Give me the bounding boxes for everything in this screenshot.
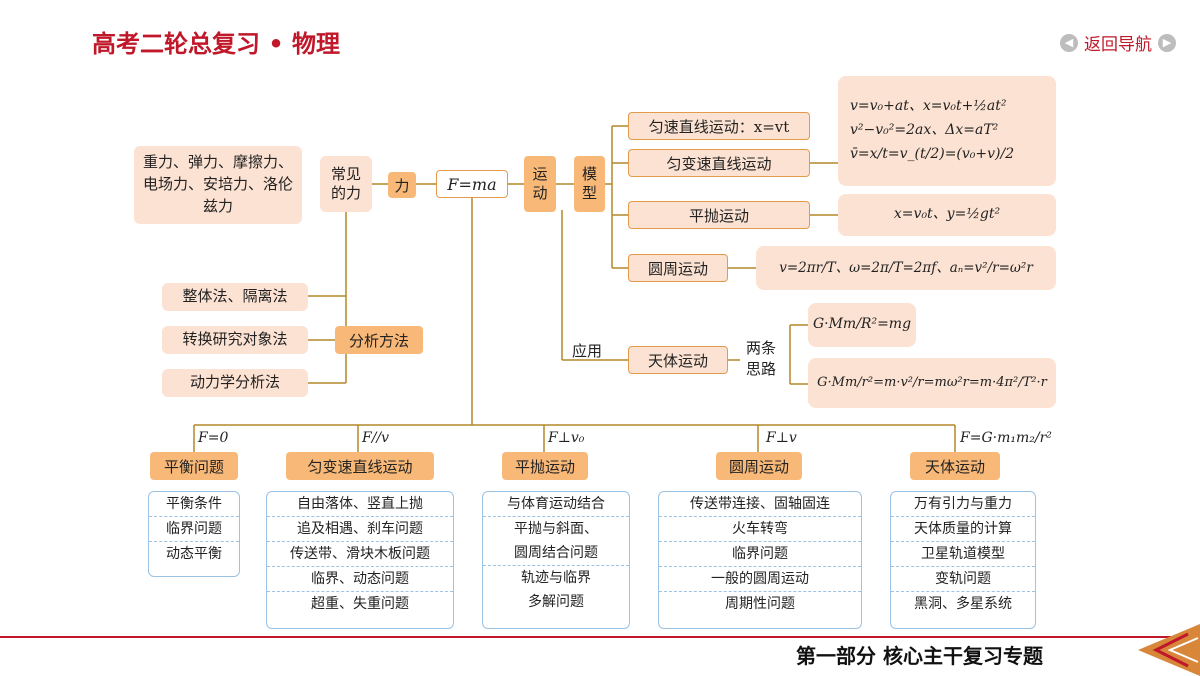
- condition-label: F=0: [198, 430, 229, 446]
- projectile-node: 平抛运动: [628, 201, 810, 229]
- two-ways-label: 两条思路: [745, 339, 776, 378]
- category-node: 天体运动: [910, 452, 1000, 480]
- formula-line: v²−v₀²=2ax、Δx=aT²: [850, 122, 999, 139]
- gravity-formula-1: G·Mm/R²=mg: [808, 303, 916, 347]
- formula-line: v̄=x/t=v_(t/2)=(v₀+v)/2: [850, 145, 1015, 162]
- topic-item: 周期性问题: [725, 596, 795, 612]
- projectile-formula: x=v₀t、y=½gt²: [838, 194, 1056, 236]
- condition-label: F=G·m₁m₂/r²: [960, 430, 1052, 446]
- accel-motion-node: 匀变速直线运动: [628, 149, 810, 177]
- forward-arrow-icon: ▶: [1158, 33, 1176, 52]
- topic-list: 平衡条件 临界问题 动态平衡: [148, 491, 240, 577]
- motion-node: 运动: [524, 156, 556, 212]
- topic-item: 火车转弯: [659, 517, 861, 542]
- page-title: 高考二轮总复习 • 物理: [92, 30, 341, 58]
- analysis-methods-node: 分析方法: [335, 326, 423, 354]
- topic-item: 天体质量的计算: [891, 517, 1035, 542]
- topic-item: 圆周结合问题: [483, 541, 629, 566]
- topic-item: 变轨问题: [891, 567, 1035, 592]
- formula-line: v=v₀+at、x=v₀t+½at²: [850, 98, 1007, 115]
- back-arrow-icon: ◀: [1060, 33, 1078, 52]
- method-item: 转换研究对象法: [162, 326, 308, 354]
- category-node: 匀变速直线运动: [286, 452, 434, 480]
- topic-item: 多解问题: [528, 594, 584, 610]
- back-nav-button[interactable]: ◀ 返回导航 ▶: [1060, 30, 1176, 55]
- circular-formula: v=2πr/T、ω=2π/T=2πf、aₙ=v²/r=ω²r: [756, 246, 1056, 290]
- topic-item: 临界问题: [149, 517, 239, 542]
- topic-item: 平衡条件: [149, 492, 239, 517]
- circular-node: 圆周运动: [628, 254, 728, 282]
- topic-list: 万有引力与重力 天体质量的计算 卫星轨道模型 变轨问题 黑洞、多星系统: [890, 491, 1036, 629]
- topic-list: 自由落体、竖直上抛 追及相遇、刹车问题 传送带、滑块木板问题 临界、动态问题 超…: [266, 491, 454, 629]
- topic-item: 一般的圆周运动: [659, 567, 861, 592]
- method-item: 动力学分析法: [162, 369, 308, 397]
- common-forces-node: 常见的力: [320, 156, 372, 212]
- model-node: 模型: [574, 156, 605, 212]
- topic-item: 追及相遇、刹车问题: [267, 517, 453, 542]
- topic-item: 动态平衡: [166, 546, 222, 562]
- fma-node: F=ma: [436, 170, 508, 198]
- topic-item: 黑洞、多星系统: [914, 596, 1012, 612]
- method-item: 整体法、隔离法: [162, 283, 308, 311]
- topic-item: 卫星轨道模型: [891, 542, 1035, 567]
- footer-divider: [0, 636, 1200, 638]
- footer-title: 第一部分 核心主干复习专题: [796, 644, 1043, 668]
- uniform-motion-node: 匀速直线运动：x=vt: [628, 112, 810, 140]
- topic-list: 传送带连接、固轴固连 火车转弯 临界问题 一般的圆周运动 周期性问题: [658, 491, 862, 629]
- forces-list-box: 重力、弹力、摩擦力、电场力、安培力、洛伦兹力: [134, 146, 302, 224]
- condition-label: F⊥v₀: [548, 430, 585, 446]
- topic-item: 传送带、滑块木板问题: [267, 542, 453, 567]
- celestial-node: 天体运动: [628, 346, 728, 374]
- prev-page-icon[interactable]: [1138, 624, 1200, 676]
- topic-item: 平抛与斜面、: [514, 521, 598, 537]
- accel-formulas: v=v₀+at、x=v₀t+½at² v²−v₀²=2ax、Δx=aT² v̄=…: [838, 76, 1056, 186]
- topic-list: 与体育运动结合 平抛与斜面、 圆周结合问题 轨迹与临界 多解问题: [482, 491, 630, 629]
- gravity-formula-2: G·Mm/r²=m·v²/r=mω²r=m·4π²/T²·r: [808, 358, 1056, 408]
- topic-item: 超重、失重问题: [311, 596, 409, 612]
- condition-label: F⊥v: [766, 430, 797, 446]
- topic-item: 轨迹与临界: [521, 570, 591, 586]
- topic-item: 自由落体、竖直上抛: [267, 492, 453, 517]
- category-node: 圆周运动: [716, 452, 802, 480]
- topic-item: 与体育运动结合: [483, 492, 629, 517]
- topic-item: 传送带连接、固轴固连: [659, 492, 861, 517]
- condition-label: F//v: [362, 430, 390, 446]
- topic-item: 万有引力与重力: [891, 492, 1035, 517]
- back-nav-label: 返回导航: [1084, 35, 1152, 55]
- category-node: 平抛运动: [502, 452, 588, 480]
- application-label: 应用: [572, 342, 603, 360]
- topic-item: 临界、动态问题: [267, 567, 453, 592]
- topic-item: 临界问题: [659, 542, 861, 567]
- force-node: 力: [388, 172, 416, 198]
- category-node: 平衡问题: [150, 452, 238, 480]
